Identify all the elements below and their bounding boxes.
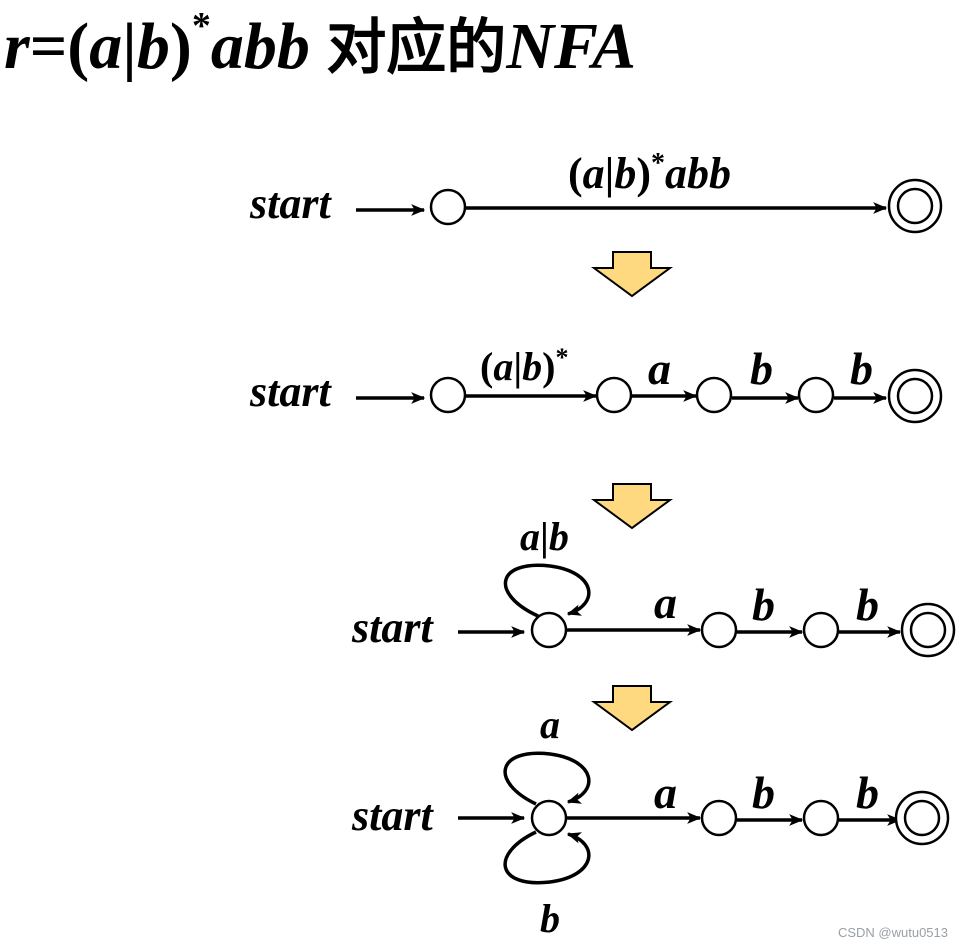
title-eq-open: =( [29, 10, 90, 83]
state-2 [695, 376, 733, 414]
nfa-step-1: start (a|b)*abb [249, 148, 943, 234]
edge-a-label: a [648, 343, 671, 394]
state-accept-inner [903, 799, 941, 837]
state-accept-inner [909, 611, 947, 649]
title-bar: | [122, 10, 137, 83]
edge-star-label: (a|b)* [480, 343, 568, 389]
state-1 [700, 799, 738, 837]
down-arrow-icon [590, 483, 674, 530]
state-0 [530, 611, 568, 649]
start-label: start [249, 179, 332, 228]
state-1 [700, 611, 738, 649]
self-loop-a-or-b [503, 563, 591, 618]
edge-b1-label: b [750, 343, 773, 394]
down-arrow-icon [590, 685, 674, 732]
loop-a-label: a [540, 702, 560, 747]
title-abb: abb [210, 10, 310, 83]
state-accept-inner [896, 187, 934, 225]
title-nfa: NFA [506, 10, 636, 83]
start-label: start [351, 791, 434, 840]
state-1 [595, 376, 633, 414]
start-label: start [351, 603, 434, 652]
edge-b1-label: b [752, 767, 775, 818]
loop-label: a|b [520, 514, 569, 559]
edge-a-label: a [654, 767, 677, 818]
title-b: b [136, 10, 170, 83]
title-chinese: 对应的 [326, 13, 507, 83]
start-label: start [249, 367, 332, 416]
down-arrow-icon [590, 251, 674, 298]
edge-regex-label: (a|b)*abb [568, 148, 731, 198]
state-2 [802, 799, 840, 837]
state-2 [802, 611, 840, 649]
nfa-step-2: start (a|b)* a b b [249, 343, 943, 424]
title-star: * [191, 5, 211, 47]
title-r: r [4, 10, 30, 83]
self-loop-a [503, 751, 591, 806]
edge-a-label: a [654, 577, 677, 628]
edge-b2-label: b [856, 767, 879, 818]
page-title: r=(a|b)*abb 对应的NFA [4, 4, 954, 90]
state-3 [797, 376, 835, 414]
edge-b2-label: b [856, 579, 879, 630]
state-accept-inner [896, 377, 934, 415]
edge-b1-label: b [752, 579, 775, 630]
title-close: ) [169, 10, 192, 83]
nfa-step-3: a|b start a b b [351, 514, 956, 658]
watermark: CSDN @wutu0513 [837, 925, 948, 940]
nfa-step-4: a b start a b b [351, 702, 950, 941]
state-0 [530, 799, 568, 837]
self-loop-b [503, 830, 591, 885]
edge-b2-label: b [850, 343, 873, 394]
state-initial [429, 188, 467, 226]
loop-b-label: b [540, 896, 560, 941]
title-a: a [89, 10, 123, 83]
state-0 [429, 376, 467, 414]
